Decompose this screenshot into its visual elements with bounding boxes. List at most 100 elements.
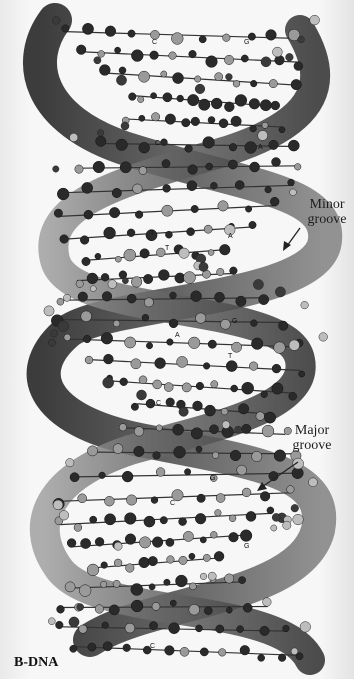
atom-sphere <box>146 399 155 408</box>
atom-sphere <box>210 531 217 538</box>
backbone-atom <box>179 248 189 258</box>
backbone-atom <box>103 377 114 388</box>
backbone-atom <box>77 604 84 611</box>
backbone-atom <box>208 572 216 580</box>
atom-sphere <box>155 358 166 369</box>
atom-sphere <box>218 649 226 657</box>
atom-sphere <box>78 494 87 503</box>
backbone-atom <box>199 262 208 271</box>
atom-sphere <box>230 450 241 461</box>
atom-sphere <box>139 71 150 82</box>
atom-sphere <box>125 623 135 633</box>
atom-sphere <box>242 488 251 497</box>
atom-sphere <box>206 163 213 170</box>
atom-sphere <box>167 339 174 346</box>
atom-sphere <box>112 188 121 197</box>
atom-sphere <box>245 206 251 212</box>
atom-sphere <box>294 164 301 171</box>
atom-sphere <box>256 412 265 421</box>
backbone-atom <box>48 618 55 625</box>
backbone-atom <box>52 17 60 25</box>
atom-sphere <box>167 556 175 564</box>
atom-sphere <box>204 607 212 615</box>
atom-sphere <box>138 96 144 102</box>
atom-sphere <box>239 577 246 584</box>
atom-sphere <box>170 292 177 299</box>
atom-sphere <box>139 167 147 175</box>
backbone-atom <box>122 278 128 284</box>
backbone-atom <box>137 390 147 400</box>
atom-sphere <box>183 531 193 541</box>
atom-sphere <box>260 492 270 502</box>
atom-sphere <box>170 600 176 606</box>
atom-sphere <box>189 583 196 590</box>
atom-sphere <box>113 320 120 327</box>
atom-sphere <box>160 517 167 524</box>
backbone-atom <box>121 122 129 130</box>
atom-sphere <box>176 575 188 587</box>
atom-sphere <box>115 47 121 53</box>
atom-sphere <box>197 494 205 502</box>
base-letter: G <box>232 318 237 325</box>
base-letter: C <box>150 643 155 650</box>
atom-sphere <box>152 602 160 610</box>
atom-sphere <box>113 444 123 454</box>
atom-sphere <box>79 625 87 633</box>
atom-sphere <box>246 511 256 521</box>
atom-sphere <box>208 250 214 256</box>
atom-sphere <box>161 139 168 146</box>
atom-sphere <box>224 55 233 64</box>
atom-sphere <box>120 162 131 173</box>
atom-sphere <box>184 272 196 284</box>
atom-sphere <box>182 119 190 127</box>
atom-sphere <box>139 557 150 568</box>
backbone-atom <box>298 36 305 43</box>
backbone-atom <box>70 133 78 141</box>
atom-sphere <box>166 398 175 407</box>
atom-sphere <box>158 270 169 281</box>
base-letter: A <box>175 332 180 339</box>
atom-sphere <box>177 95 184 102</box>
backbone-atom <box>310 15 320 25</box>
atom-sphere <box>262 122 268 128</box>
atom-sphere <box>95 537 104 546</box>
atom-sphere <box>231 385 238 392</box>
atom-sphere <box>161 71 167 77</box>
atom-sphere <box>165 114 175 124</box>
atom-sphere <box>189 50 197 58</box>
base-pair-bond <box>87 359 300 370</box>
atom-sphere <box>99 472 106 479</box>
atom-sphere <box>101 333 113 345</box>
atom-sphere <box>95 605 104 614</box>
atom-sphere <box>131 584 143 596</box>
atom-sphere <box>104 227 116 239</box>
atom-sphere <box>81 538 91 548</box>
atom-sphere <box>98 51 105 58</box>
atom-sphere <box>225 574 234 583</box>
atom-sphere <box>169 52 177 60</box>
atom-sphere <box>215 73 223 81</box>
atom-sphere <box>164 383 173 392</box>
atom-sphere <box>238 404 248 414</box>
atom-sphere <box>144 298 153 307</box>
backbone-atom <box>179 407 188 416</box>
backbone-atom <box>290 189 297 196</box>
atom-sphere <box>294 62 303 71</box>
atom-sphere <box>249 362 258 371</box>
atom-sphere <box>206 56 218 68</box>
atom-sphere <box>203 137 215 149</box>
atom-sphere <box>76 280 83 287</box>
base-letter: C <box>156 400 161 407</box>
backbone-atom <box>108 280 117 289</box>
backbone-atom <box>235 426 242 433</box>
atom-sphere <box>125 513 137 525</box>
atom-sphere <box>156 468 165 477</box>
atom-sphere <box>169 623 180 634</box>
backbone-atom <box>291 504 299 512</box>
atom-sphere <box>226 361 237 372</box>
atom-sphere <box>232 342 242 352</box>
atom-sphere <box>101 562 108 569</box>
atom-sphere <box>82 257 90 265</box>
